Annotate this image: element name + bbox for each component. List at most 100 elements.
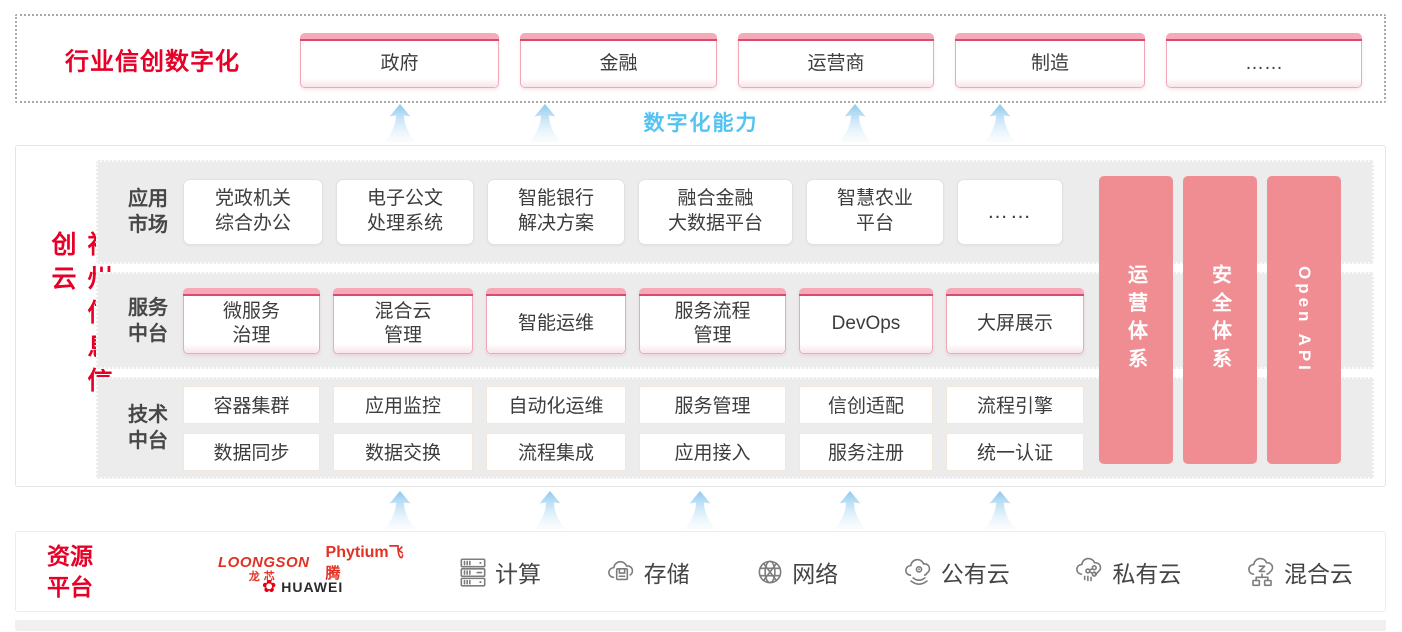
industry-box-row: 政府 金融 运营商 制造 ……: [300, 33, 1362, 88]
service-box: 智能运维: [486, 287, 626, 354]
resource-item-hybrid-cloud: 混合云: [1245, 555, 1353, 589]
resource-item-storage: 存储: [605, 555, 690, 589]
vendor-logos: LOONGSON 龙芯 Phytium飞腾 ✿ HUAWEI: [218, 541, 418, 595]
private-cloud-icon: [1076, 557, 1102, 581]
tech-box: 服务管理: [639, 385, 786, 424]
service-box: 大屏展示: [946, 287, 1084, 354]
resource-platform-band: 资源 平台 LOONGSON 龙芯 Phytium飞腾 ✿ HUAWEI: [15, 531, 1386, 612]
industry-band-title: 行业信创数字化: [65, 48, 240, 75]
huawei-logo: ✿ HUAWEI: [262, 578, 343, 595]
app-box-label: 党政机关 综合办公: [214, 188, 291, 234]
resource-item-compute: 计算: [456, 555, 541, 589]
up-arrow-icon: [685, 491, 715, 529]
row-label-service-platform: 服务 中台: [128, 296, 168, 345]
huawei-flower-icon: ✿: [262, 577, 277, 596]
resource-platform-title: 资源 平台: [47, 542, 93, 600]
resource-item-label: 私有云: [1112, 560, 1182, 587]
service-box: DevOps: [799, 287, 933, 354]
bottom-divider-strip: [15, 620, 1386, 631]
up-arrow-icon: [985, 104, 1015, 142]
service-box-label: 智能运维: [517, 312, 594, 334]
up-arrow-icon: [385, 491, 415, 529]
industry-box-more: ……: [1166, 33, 1362, 88]
resource-item-private-cloud: 私有云: [1073, 555, 1181, 589]
industry-label: 制造: [1030, 52, 1069, 74]
pillar-open-api: Open API: [1267, 176, 1341, 464]
resource-item-label: 公有云: [940, 560, 1010, 587]
app-box: 电子公文 处理系统: [336, 179, 474, 245]
service-box-label: 服务流程 管理: [674, 300, 751, 346]
app-box-label: 智慧农业 平台: [836, 188, 913, 234]
resource-item-label: 计算: [495, 560, 541, 587]
up-arrow-icon: [840, 104, 870, 142]
digital-capability-label: 数字化能力: [643, 112, 759, 135]
app-box: 智能银行 解决方案: [487, 179, 625, 245]
resource-item-label: 混合云: [1283, 560, 1353, 587]
app-box-label: 电子公文 处理系统: [366, 188, 443, 234]
tech-box-label: 统一认证: [976, 443, 1053, 464]
up-arrow-icon: [535, 491, 565, 529]
app-box: 党政机关 综合办公: [183, 179, 323, 245]
service-box-label: 微服务 治理: [222, 300, 280, 346]
loongson-cn-label: 龙芯: [248, 571, 279, 583]
phytium-wordmark: Phytium: [325, 544, 389, 561]
tech-box: 信创适配: [799, 385, 933, 424]
app-box: 智慧农业 平台: [806, 179, 944, 245]
technology-box-row-top: 容器集群 应用监控 自动化运维 服务管理 信创适配 流程引擎: [183, 385, 1084, 424]
tech-box: 服务注册: [799, 432, 933, 471]
tech-box-label: 服务注册: [827, 443, 904, 464]
service-box-label: 混合云 管理: [374, 300, 432, 346]
up-arrow-icon: [385, 104, 415, 142]
pillar-security-system: 安全体系: [1183, 176, 1257, 464]
phytium-cn-label: 飞腾: [325, 544, 404, 582]
app-box-label: ……: [987, 200, 1033, 224]
pillar-operation-system: 运营体系: [1099, 176, 1173, 464]
vendor-logo-row: LOONGSON 龙芯 Phytium飞腾: [218, 541, 418, 583]
public-cloud-icon: [904, 558, 931, 585]
tech-box-label: 流程集成: [517, 443, 594, 464]
tech-box-label: 自动化运维: [508, 396, 604, 417]
up-arrow-icon: [835, 491, 865, 529]
compute-server-icon: [460, 557, 486, 587]
tech-box-label: 数据同步: [213, 443, 290, 464]
tech-box: 容器集群: [183, 385, 320, 424]
hybrid-cloud-icon: [1248, 557, 1274, 586]
storage-cloud-icon: [607, 560, 633, 580]
tech-box: 应用接入: [639, 432, 786, 471]
tech-box: 流程引擎: [946, 385, 1084, 424]
cloud-platform-panel: 神州信息信创云 应用 市场 党政机关 综合办公 电子公文 处理系统 智能银行 解…: [15, 145, 1386, 487]
technology-platform-row: 技术 中台 容器集群 应用监控 自动化运维 服务管理 信创适配 流程引擎 数据同…: [96, 377, 1374, 479]
app-box-label: 智能银行 解决方案: [517, 188, 594, 234]
industry-label: 运营商: [807, 52, 865, 74]
tech-box: 统一认证: [946, 432, 1084, 471]
tech-box: 数据同步: [183, 432, 320, 471]
tech-box: 应用监控: [333, 385, 473, 424]
loongson-logo: LOONGSON 龙芯: [218, 555, 310, 583]
tech-box-label: 容器集群: [213, 396, 290, 417]
tech-box-label: 信创适配: [827, 396, 904, 417]
network-globe-icon: [758, 560, 782, 583]
resource-item-public-cloud: 公有云: [902, 555, 1010, 589]
resource-item-label: 存储: [643, 560, 690, 587]
industry-box-operator: 运营商: [738, 33, 934, 88]
service-box-label: DevOps: [831, 312, 901, 334]
tech-box-label: 应用接入: [674, 443, 751, 464]
resource-item-row: 计算 存储 网络: [456, 532, 1353, 611]
industry-label: ……: [1245, 52, 1283, 74]
industry-label: 政府: [380, 52, 419, 74]
service-box: 微服务 治理: [183, 287, 320, 354]
resource-item-label: 网络: [792, 560, 839, 587]
industry-box-government: 政府: [300, 33, 499, 88]
app-box-more: ……: [957, 179, 1063, 245]
tech-box-label: 应用监控: [364, 396, 441, 417]
service-box: 混合云 管理: [333, 287, 473, 354]
industry-label: 金融: [599, 52, 638, 74]
row-label-application-market: 应用 市场: [128, 188, 168, 236]
technology-box-grid: 容器集群 应用监控 自动化运维 服务管理 信创适配 流程引擎 数据同步 数据交换…: [183, 379, 1084, 477]
service-box: 服务流程 管理: [639, 287, 786, 354]
phytium-logo: Phytium飞腾: [326, 541, 418, 583]
tech-box-label: 服务管理: [674, 396, 751, 417]
loongson-wordmark: LOONGSON: [218, 554, 310, 571]
service-box-row: 微服务 治理 混合云 管理 智能运维 服务流程 管理 DevOps 大屏展示: [183, 274, 1084, 367]
